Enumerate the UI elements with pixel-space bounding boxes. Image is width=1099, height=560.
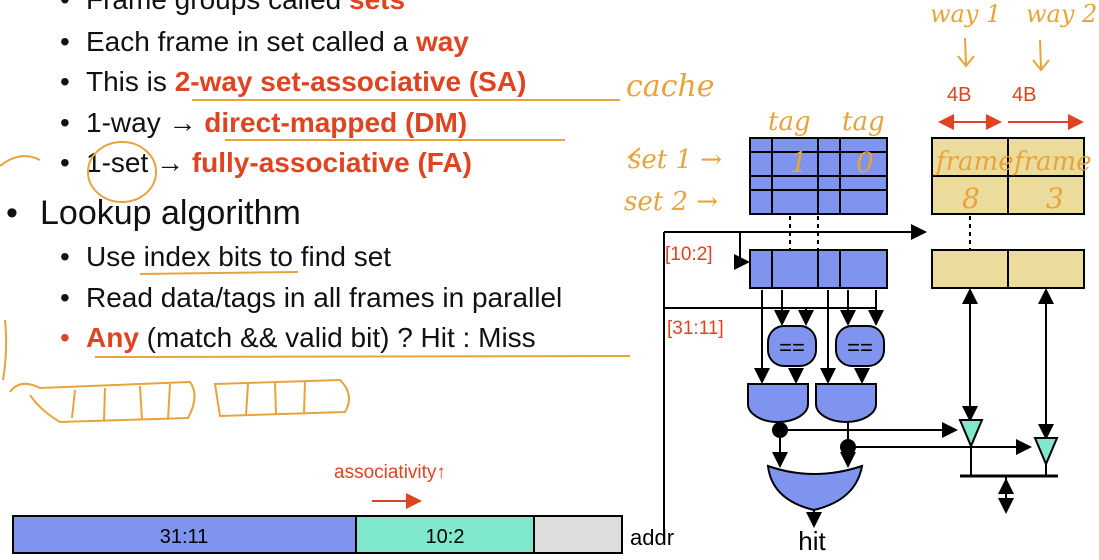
addr-field-index-label: 10:2 (426, 526, 465, 548)
frames-sketch-2 (213, 378, 350, 418)
selected-data-row (931, 249, 1085, 289)
addr-field-tag-label: 31:11 (160, 526, 209, 548)
addr-field-tag (12, 515, 357, 554)
comparator-way2: == (835, 325, 885, 367)
byte-label-2: 4B (1012, 84, 1036, 106)
hand-set2: set 2 → (624, 187, 718, 217)
lookup-heading: •Lookup algorithm (6, 194, 301, 232)
hand-set1: set 1 → (628, 145, 722, 175)
hand-frame-2: frame (1012, 147, 1092, 177)
underline-any (94, 355, 631, 358)
data-array (931, 137, 1085, 215)
address-bar (12, 515, 623, 554)
tristate-buffer-way1 (958, 419, 984, 449)
index-bits-label: [10:2] (665, 244, 713, 265)
or-gate (766, 464, 864, 512)
underline-index-bits (139, 271, 299, 275)
hand-tag-2: tag (842, 107, 885, 137)
and-gate-way1 (747, 383, 809, 423)
svg-text:==: == (779, 335, 805, 360)
hand-tag-1: tag (768, 107, 811, 137)
hand-cache: cache (626, 69, 715, 104)
hand-num-3: 3 (1046, 182, 1064, 215)
circle-1set (87, 141, 157, 203)
tag-array (749, 137, 888, 215)
associativity-label: associativity↑ (334, 462, 446, 483)
lookup-item-parallel: •Read data/tags in all frames in paralle… (60, 282, 563, 313)
selected-tag-row (749, 249, 888, 289)
junction-1 (772, 422, 788, 438)
lookup-item-any: •Any (match && valid bit) ? Hit : Miss (60, 322, 536, 353)
tristate-buffer-way2 (1033, 437, 1059, 467)
and-gate-way2 (815, 383, 877, 423)
lookup-item-index: •Use index bits to find set (60, 241, 392, 272)
hand-num-0: 0 (856, 146, 874, 179)
bullet-sets: •Frame groups called sets (60, 0, 405, 16)
hit-label: hit (798, 526, 826, 556)
addr-field-index (355, 515, 535, 554)
hand-way1: way 1 (930, 0, 1001, 28)
addr-field-offset (533, 515, 623, 554)
bullet-1way: •1-way → direct-mapped (DM) (60, 107, 468, 138)
byte-label-1: 4B (947, 84, 971, 106)
frames-sketch-1 (9, 380, 196, 424)
hand-way2: way 2 (1026, 0, 1097, 28)
comparator-way1: == (767, 325, 817, 367)
junction-2 (840, 439, 856, 455)
tag-bits-label: [31:11] (667, 318, 724, 339)
hand-num-8: 8 (962, 182, 980, 215)
bullet-2way: •This is 2-way set-associative (SA) (60, 66, 527, 97)
bullet-1set: •1-set → fully-associative (FA) (60, 147, 472, 178)
svg-text:==: == (847, 335, 873, 360)
addr-label: addr (630, 525, 674, 550)
hand-num-1: 1 (790, 146, 808, 179)
hand-frame-1: frame (934, 147, 1014, 177)
bullet-way: •Each frame in set called a way (60, 26, 469, 57)
